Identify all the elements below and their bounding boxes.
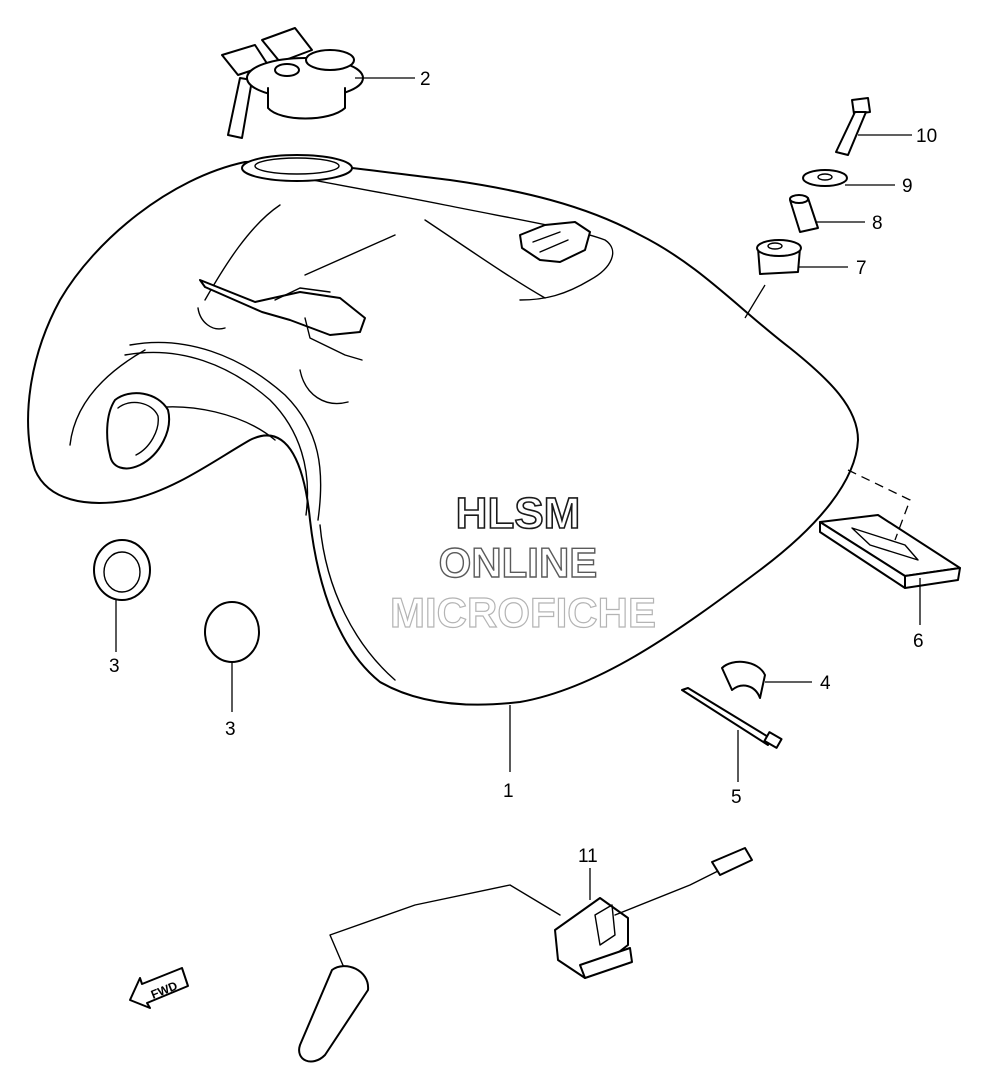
fuel-tank <box>27 154 859 706</box>
callout-1: 1 <box>503 781 514 802</box>
callout-5: 5 <box>731 787 742 808</box>
watermark-line2: ONLINE <box>439 539 598 586</box>
cap-plug-a <box>93 539 151 601</box>
callout-3b: 3 <box>225 719 236 740</box>
callout-9: 9 <box>902 176 913 197</box>
bolt <box>835 97 871 156</box>
watermark-line1: HLSM <box>456 489 581 538</box>
callout-4: 4 <box>820 673 831 694</box>
fwd-direction-marker: FWD <box>129 967 189 1009</box>
watermark-line3: MICROFICHE <box>390 589 656 636</box>
cable-tie <box>681 687 783 749</box>
callout-2: 2 <box>420 69 431 90</box>
callout-6: 6 <box>913 631 924 652</box>
callout-3a: 3 <box>109 656 120 677</box>
washer <box>802 169 848 187</box>
cap-plug-b <box>204 601 260 663</box>
callout-labels: 2 10 9 8 7 6 4 5 1 3 3 11 <box>109 69 937 867</box>
fuel-level-gauge <box>298 847 753 1063</box>
fuel-cap-with-keys <box>221 27 364 139</box>
cushion-grommet <box>756 239 802 275</box>
spacer-collar <box>789 194 819 233</box>
callout-10: 10 <box>916 126 937 147</box>
leader-lines <box>115 77 921 900</box>
clamp <box>721 660 766 699</box>
watermark: HLSM ONLINE MICROFICHE <box>389 488 656 636</box>
cushion-pad <box>819 514 961 589</box>
callout-11: 11 <box>578 846 598 867</box>
callout-8: 8 <box>872 213 883 234</box>
callout-7: 7 <box>856 258 867 279</box>
